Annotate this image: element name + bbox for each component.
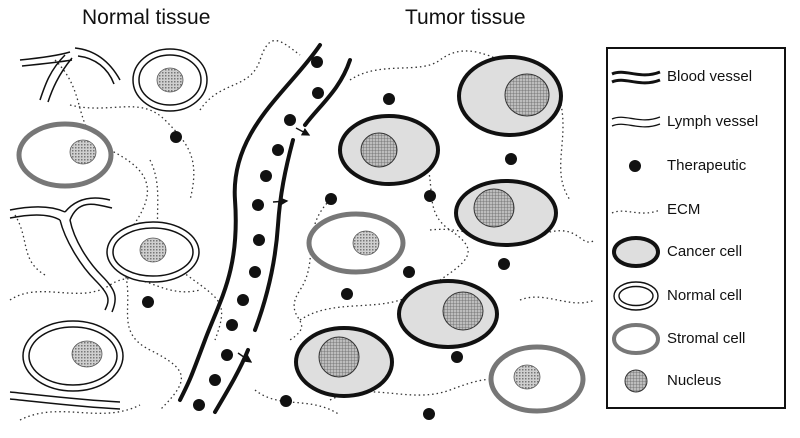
legend-stromal-cell-symbol bbox=[612, 323, 660, 355]
cancer-cell bbox=[338, 114, 440, 186]
legend-nucleus-symbol bbox=[624, 369, 648, 393]
legend-therapeutic-label: Therapeutic bbox=[667, 157, 747, 174]
therapeutic-particles bbox=[142, 56, 517, 420]
normal-cell bbox=[132, 48, 208, 112]
legend-cancer-cell-symbol bbox=[612, 236, 660, 268]
legend-cancer-cell-label: Cancer cell bbox=[667, 243, 743, 260]
legend-therapeutic-symbol bbox=[629, 160, 641, 172]
legend-lymph-vessel-label: Lymph vessel bbox=[667, 113, 759, 130]
normal-cell bbox=[106, 221, 200, 283]
legend bbox=[606, 47, 786, 409]
cancer-cell bbox=[457, 55, 563, 137]
stromal-cell bbox=[488, 344, 586, 414]
legend-ecm-label: ECM bbox=[667, 201, 701, 218]
legend-stromal-cell-label: Stromal cell bbox=[667, 330, 746, 347]
normal-tissue-heading: Normal tissue bbox=[82, 6, 211, 29]
normal-cell bbox=[22, 320, 124, 392]
legend-normal-cell-label: Normal cell bbox=[667, 287, 743, 304]
cancer-cell bbox=[397, 279, 499, 349]
cancer-cell bbox=[294, 326, 394, 398]
legend-lymph-vessel-symbol bbox=[611, 116, 661, 128]
legend-normal-cell-symbol bbox=[613, 281, 659, 311]
stromal-cell bbox=[16, 121, 114, 189]
stromal-cell bbox=[306, 211, 406, 275]
legend-blood-vessel-label: Blood vessel bbox=[667, 68, 753, 85]
tumor-tissue-heading: Tumor tissue bbox=[405, 6, 526, 29]
blood-vessel-escape-arrows bbox=[237, 127, 311, 363]
legend-nucleus-label: Nucleus bbox=[667, 372, 722, 389]
legend-blood-vessel-symbol bbox=[611, 70, 661, 85]
lymph-vessels bbox=[9, 47, 121, 410]
cancer-cell bbox=[454, 179, 558, 247]
